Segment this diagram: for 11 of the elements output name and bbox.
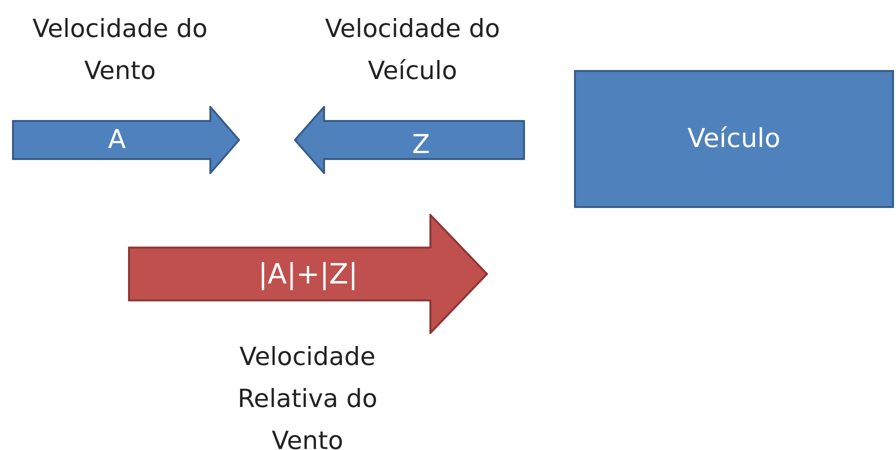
node-label: Velocidade do Veículo — [324, 13, 502, 87]
arrow-label: Z — [412, 130, 430, 160]
arrow-label: Veículo — [688, 124, 780, 154]
node-label: Velocidade Relativa do Vento — [236, 341, 378, 450]
vehicle-box — [574, 70, 894, 208]
arrow-label: |A|+|Z| — [258, 258, 358, 290]
arrow-label: A — [108, 125, 126, 155]
block-arrow — [128, 214, 488, 334]
block-arrow — [294, 106, 525, 174]
node-label: Velocidade do Vento — [31, 13, 209, 87]
block-arrow — [12, 106, 240, 174]
